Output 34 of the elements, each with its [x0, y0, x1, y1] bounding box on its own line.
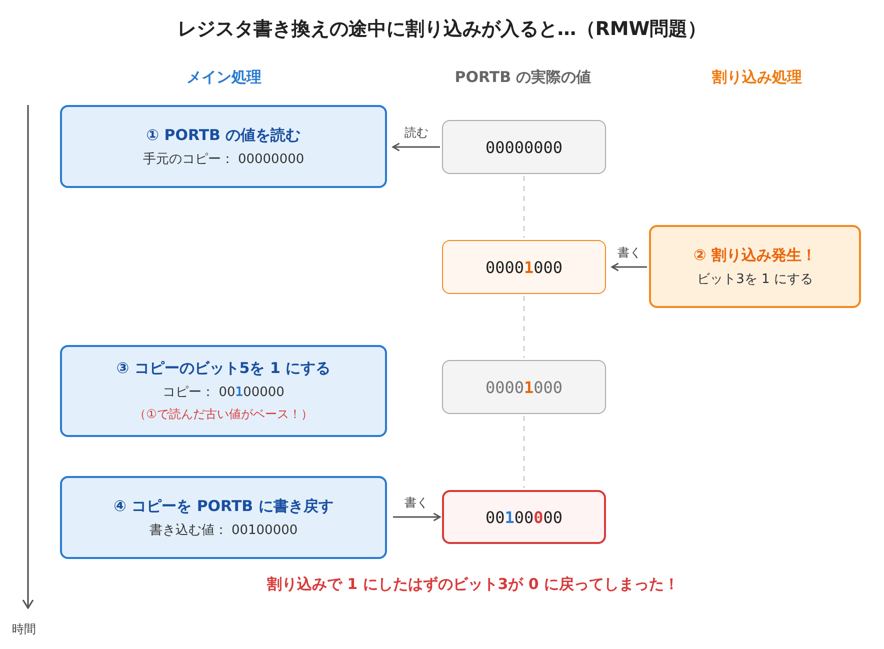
process-box — [60, 345, 387, 437]
step-detail: ビット3を 1 にする — [697, 270, 813, 288]
arrow — [611, 262, 647, 272]
register-value-box — [442, 360, 606, 414]
register-value-box — [442, 120, 606, 174]
edge-label: 読む — [402, 124, 430, 142]
register-value-box — [442, 240, 606, 294]
column-header: PORTB の実際の値 — [454, 68, 592, 87]
register-value: 00000000 — [485, 138, 563, 156]
diagram-title: レジスタ書き換えの途中に割り込みが入ると…（RMW問題） — [176, 17, 708, 42]
step-detail: コピー： 00100000 — [162, 384, 284, 401]
step-heading: ③ コピーのビット5を 1 にする — [116, 359, 331, 378]
column-header: メイン処理 — [186, 68, 262, 87]
step-detail: 書き込む値： 00100000 — [149, 522, 298, 538]
register-value: 00001000 — [485, 258, 563, 276]
arrow — [392, 142, 440, 152]
process-box — [60, 476, 387, 559]
register-value: 00001000 — [485, 378, 563, 396]
register-value-box — [442, 490, 606, 544]
arrow — [393, 512, 441, 522]
column-header: 割り込み処理 — [711, 68, 803, 87]
register-value: 00100000 — [485, 508, 563, 526]
note-text: （①で読んだ古い値がベース！） — [134, 406, 313, 423]
step-heading: ② 割り込み発生！ — [694, 246, 816, 264]
process-box — [60, 105, 387, 188]
axis-label: 時間 — [12, 621, 36, 638]
step-detail: 手元のコピー： 00000000 — [142, 150, 304, 168]
step-heading: ① PORTB の値を読む — [146, 126, 301, 144]
process-box — [649, 225, 861, 308]
step-heading: ④ コピーを PORTB に書き戻す — [114, 496, 334, 516]
dashed-connector — [523, 416, 525, 488]
dashed-connector — [523, 176, 525, 238]
dashed-connector — [523, 296, 525, 358]
warning-text: 割り込みで 1 にしたはずのビット3が 0 に戻ってしまった！ — [266, 575, 680, 594]
